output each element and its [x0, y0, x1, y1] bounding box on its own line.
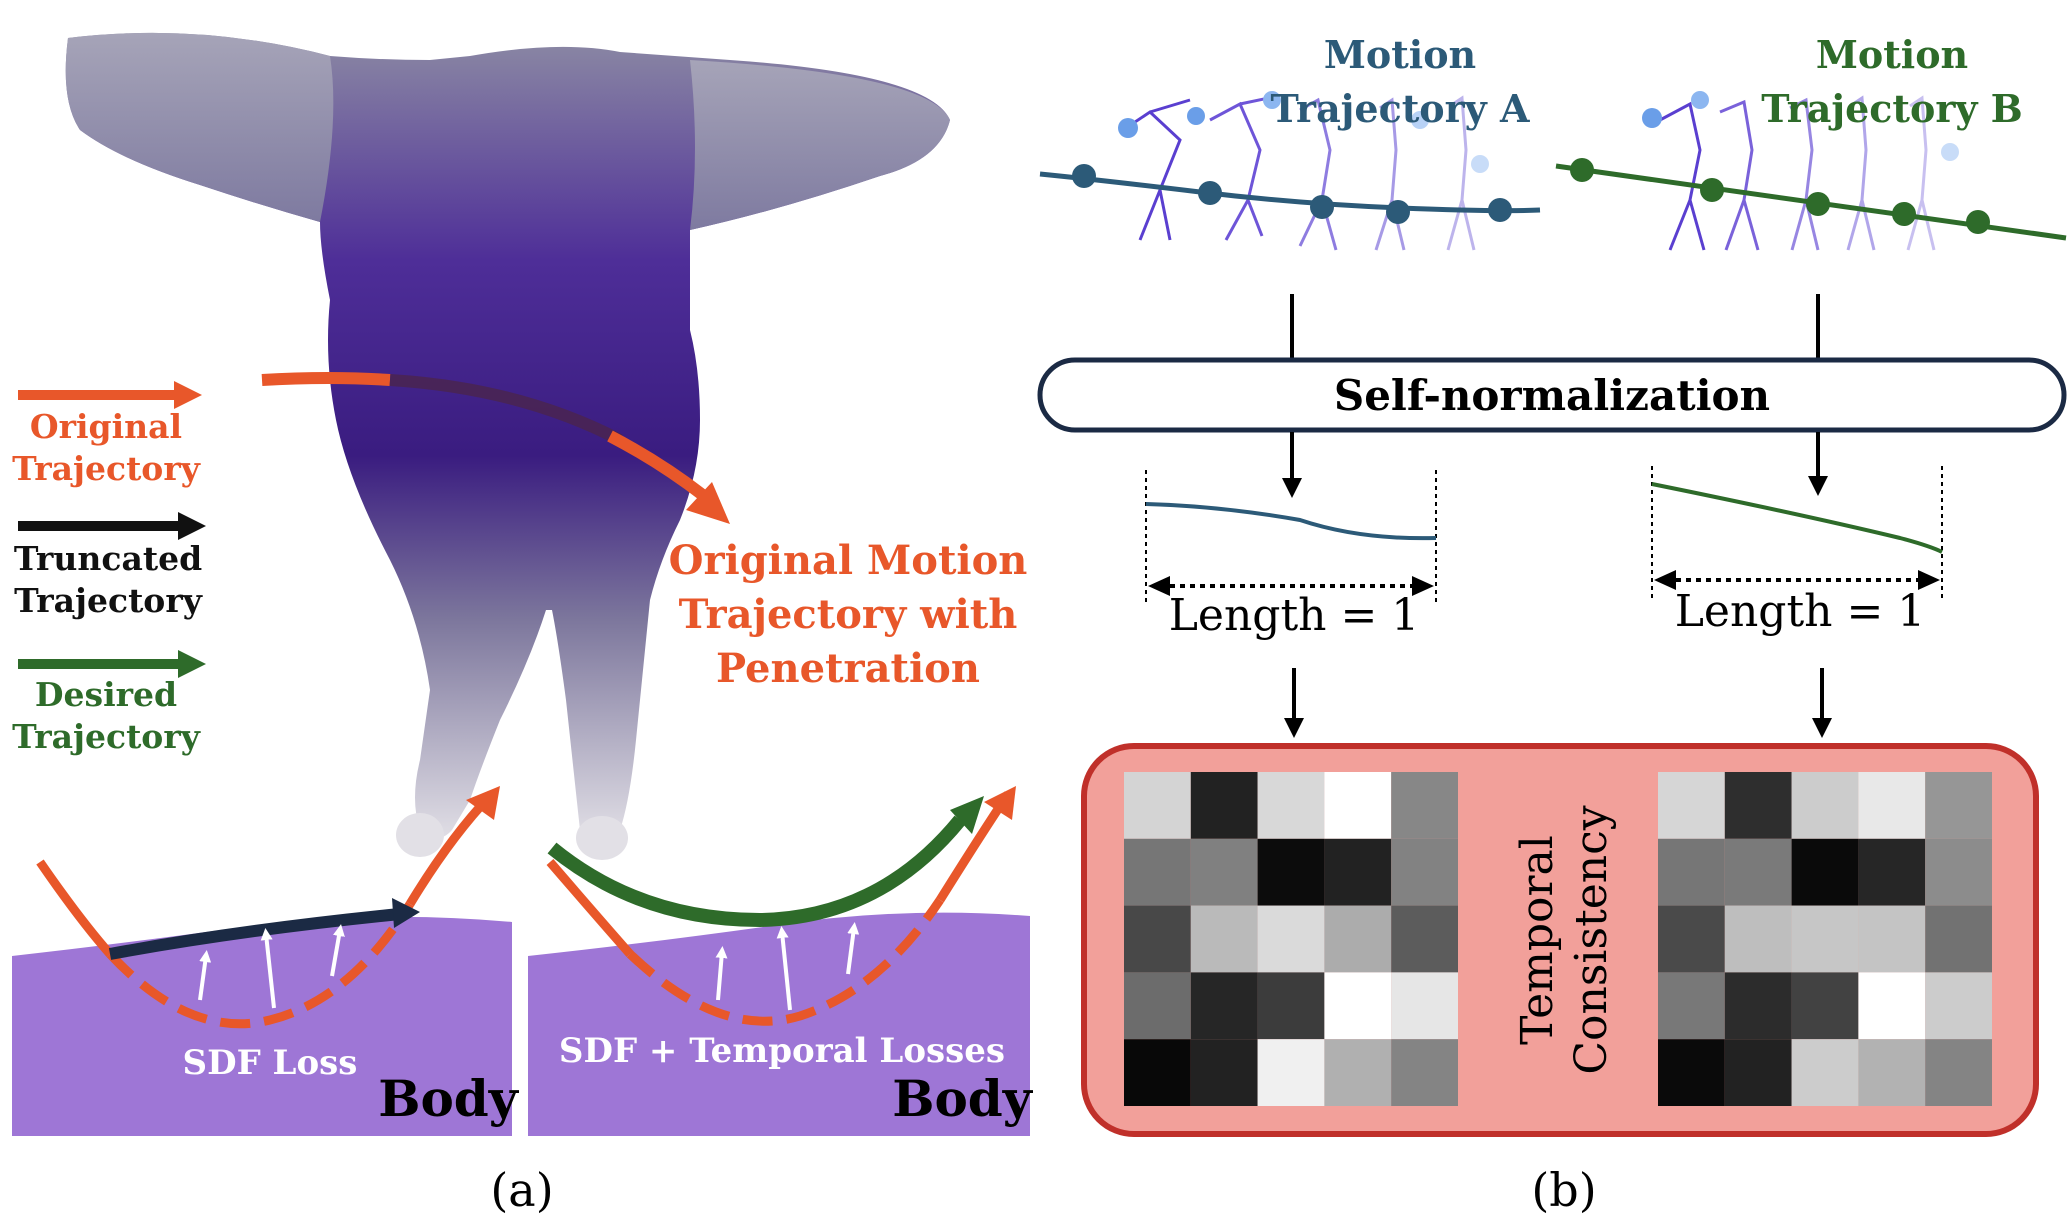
matrix-cell: [1925, 772, 1992, 839]
matrix-cell: [1858, 838, 1926, 906]
matrix-cell: [1190, 838, 1258, 906]
human-body-mesh: [65, 32, 950, 860]
matrix-cell: [1391, 1039, 1458, 1106]
panel-b: Motion Trajectory A Motion Trajectory B …: [1037, 32, 2067, 1217]
temporal-consistency-line2: Consistency: [1566, 805, 1617, 1074]
matrix-cell: [1124, 1039, 1191, 1106]
matrix-cell: [1257, 772, 1325, 839]
matrix-cell: [1791, 905, 1859, 973]
matrix-cell: [1791, 838, 1859, 906]
matrix-cell: [1124, 772, 1191, 839]
length-label-b: Length = 1: [1675, 586, 1926, 637]
matrix-cell: [1791, 772, 1859, 839]
matrix-cell: [1190, 1039, 1258, 1106]
body-label-left: Body: [378, 1069, 520, 1128]
length-label-a: Length = 1: [1169, 590, 1420, 641]
matrix-cell: [1324, 1039, 1392, 1106]
legend-desired-line2: Trajectory: [12, 717, 201, 756]
matrix-cell: [1324, 972, 1392, 1040]
panel-a: Original Trajectory Truncated Trajectory…: [12, 32, 1034, 1217]
legend-truncated-line1: Truncated: [14, 539, 202, 578]
matrix-cell: [1724, 838, 1792, 906]
matrix-cell: [1791, 972, 1859, 1040]
matrix-cell: [1658, 838, 1725, 906]
matrix-cell: [1391, 838, 1458, 906]
legend-original-line2: Trajectory: [12, 449, 201, 488]
matrix-cell: [1324, 905, 1392, 973]
matrix-cell: [1324, 772, 1392, 839]
matrix-cell: [1791, 1039, 1859, 1106]
trajectory-a-path: [1039, 171, 1541, 214]
trajectory-b-dots: [1570, 158, 1990, 234]
body-label-right: Body: [892, 1069, 1034, 1128]
trajectory-a-title-line1: Motion: [1324, 32, 1476, 77]
self-normalization-label: Self-normalization: [1334, 371, 1770, 420]
matrix-cell: [1658, 772, 1725, 839]
matrix-cell: [1391, 905, 1458, 973]
matrix-cell: [1257, 838, 1325, 906]
matrix-cell: [1257, 972, 1325, 1040]
matrix-cell: [1324, 838, 1392, 906]
motion-skeletons-a: [1118, 91, 1489, 251]
matrix-cell: [1124, 905, 1191, 973]
matrix-cell: [1724, 905, 1792, 973]
matrix-cell: [1925, 1039, 1992, 1106]
matrix-cell: [1190, 972, 1258, 1040]
normalized-trajectory-b: [1651, 466, 1943, 602]
annotation-line3: Penetration: [716, 645, 980, 692]
similarity-matrix-b: [1658, 772, 1992, 1106]
matrix-cell: [1925, 972, 1992, 1040]
matrix-cell: [1858, 972, 1926, 1040]
matrix-cell: [1724, 972, 1792, 1040]
matrix-cell: [1190, 905, 1258, 973]
caption-a: (a): [490, 1163, 553, 1217]
sdf-temporal-loss-label: SDF + Temporal Losses: [559, 1031, 1005, 1071]
trajectory-a-dots: [1072, 164, 1512, 224]
matrix-cell: [1925, 838, 1992, 906]
sdf-loss-label: SDF Loss: [183, 1043, 358, 1083]
matrix-cell: [1190, 772, 1258, 839]
ground-right: SDF + Temporal Losses Body: [528, 786, 1034, 1136]
matrix-cell: [1658, 972, 1725, 1040]
matrix-cell: [1124, 838, 1191, 906]
annotation-line1: Original Motion: [669, 537, 1028, 584]
matrix-cell: [1724, 772, 1792, 839]
matrix-cell: [1858, 772, 1926, 839]
legend: Original Trajectory Truncated Trajectory…: [12, 381, 206, 756]
matrix-cell: [1858, 1039, 1926, 1106]
legend-original-line1: Original: [30, 407, 182, 446]
similarity-matrix-a: [1124, 772, 1458, 1106]
self-normalization-box: [1037, 357, 2067, 433]
legend-desired-line1: Desired: [35, 675, 177, 714]
matrix-cell: [1257, 1039, 1325, 1106]
matrix-cell: [1391, 772, 1458, 839]
matrix-cell: [1858, 905, 1926, 973]
trajectory-b-title-line1: Motion: [1816, 32, 1968, 77]
matrix-cell: [1724, 1039, 1792, 1106]
matrix-cell: [1124, 972, 1191, 1040]
temporal-consistency-label: Temporal Consistency: [1512, 805, 1617, 1074]
matrix-cell: [1257, 905, 1325, 973]
penetrating-trajectory-arrow: [261, 372, 730, 524]
legend-truncated-line2: Trajectory: [14, 581, 203, 620]
temporal-consistency-line1: Temporal: [1512, 835, 1563, 1045]
trajectory-a-title-line2: Trajectory A: [1271, 86, 1530, 131]
matrix-cell: [1925, 905, 1992, 973]
matrix-cell: [1391, 972, 1458, 1040]
ground-left: SDF Loss Body: [12, 786, 520, 1136]
trajectory-b-title-line2: Trajectory B: [1761, 86, 2023, 131]
matrix-cell: [1658, 1039, 1725, 1106]
matrix-cell: [1658, 905, 1725, 973]
caption-b: (b): [1531, 1163, 1596, 1217]
normalized-trajectory-a: [1145, 470, 1437, 606]
annotation-line2: Trajectory with: [679, 591, 1018, 638]
motion-skeletons-b: [1642, 91, 1959, 251]
